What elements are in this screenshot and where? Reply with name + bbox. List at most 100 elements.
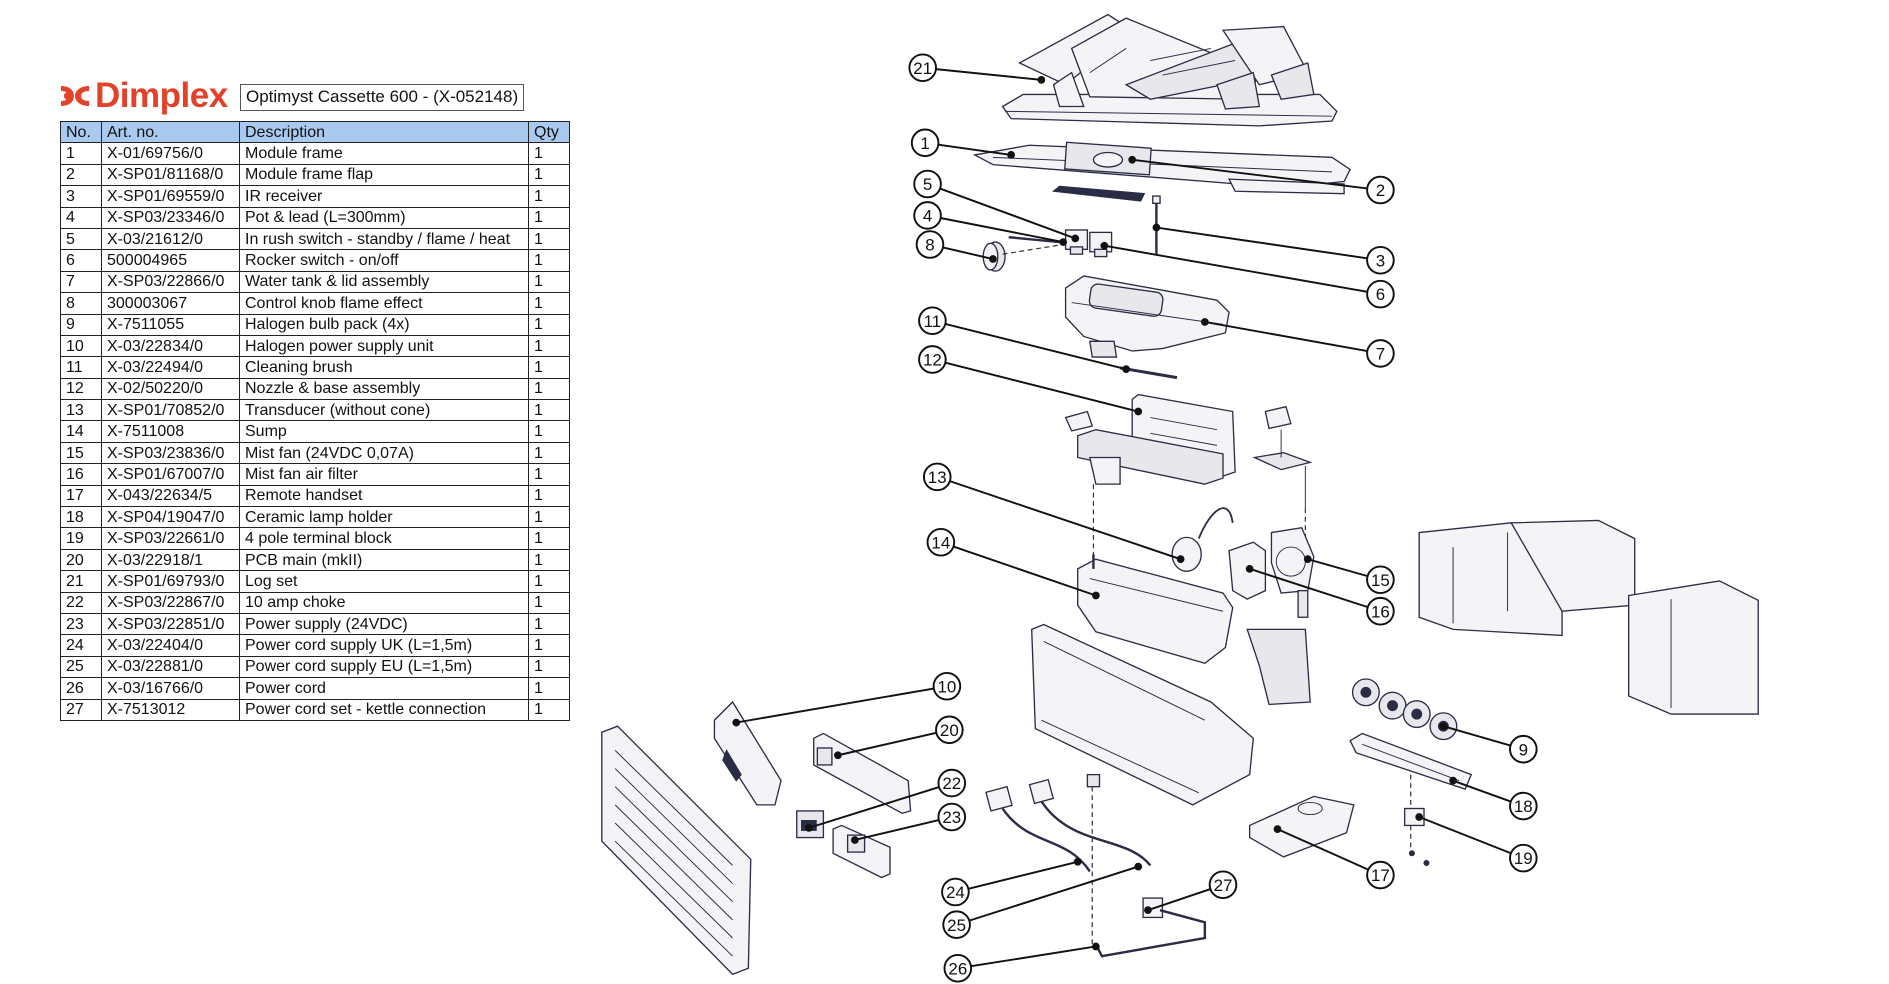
callout-circle	[937, 802, 967, 832]
callout-circle	[1366, 596, 1395, 626]
leader-dot	[1415, 813, 1424, 821]
leader-line	[940, 217, 1064, 244]
callout-circle	[1509, 791, 1538, 821]
callout-number: 3	[1376, 251, 1385, 270]
callout-number: 9	[1519, 740, 1528, 759]
remote-handset	[1248, 795, 1355, 858]
cell-qty: 1	[528, 292, 570, 315]
cell-description: Rocker switch - on/off	[239, 249, 529, 272]
callout-circle	[1509, 843, 1538, 873]
brand-name: Dimplex	[95, 76, 228, 115]
leader-line	[968, 860, 1078, 890]
callout-circle	[937, 768, 967, 798]
cell-art-no: X-SP01/67007/0	[101, 463, 240, 486]
callout-20: 20	[834, 715, 964, 760]
leader-dot	[1144, 906, 1152, 915]
cell-no: 27	[60, 698, 102, 721]
callout-number: 1	[920, 134, 929, 153]
callout-circle	[1366, 860, 1395, 890]
callout-4: 4	[913, 201, 1068, 246]
leader-dot	[1091, 591, 1100, 600]
callout-circle	[926, 527, 956, 557]
callout-24: 24	[941, 857, 1082, 907]
leader-dot	[1071, 234, 1080, 243]
callout-number: 22	[942, 774, 961, 793]
leader-line	[1104, 244, 1368, 293]
callout-23: 23	[851, 802, 967, 844]
callout-circle	[922, 462, 952, 492]
callout-6: 6	[1100, 241, 1395, 309]
callout-12: 12	[918, 345, 1143, 416]
callout-number: 6	[1376, 285, 1385, 304]
cell-description: Remote handset	[239, 484, 529, 508]
callout-number: 26	[948, 959, 967, 978]
leader-line	[1156, 226, 1368, 260]
leader-dot	[1200, 318, 1209, 326]
terminal-block	[1403, 807, 1430, 866]
leader-dot	[805, 823, 813, 832]
callout-number: 19	[1514, 849, 1533, 868]
cell-description: Halogen bulb pack (4x)	[239, 313, 529, 336]
cord-eu	[1028, 778, 1152, 867]
callout-circle	[941, 877, 970, 907]
column-header-art-no: Art. no.	[101, 120, 240, 144]
document-title: Optimyst Cassette 600 - (X-052148)	[240, 84, 525, 111]
cell-art-no: X-SP03/22851/0	[101, 612, 240, 636]
leader-line	[837, 731, 937, 757]
callout-number: 17	[1371, 866, 1390, 885]
power-cord	[1086, 773, 1101, 945]
cell-art-no: X-SP03/23836/0	[101, 441, 240, 465]
callout-26: 26	[943, 942, 1100, 983]
callout-circle	[1366, 245, 1395, 275]
callout-circle	[1366, 339, 1395, 368]
leader-dot	[1128, 155, 1137, 164]
callout-8: 8	[915, 230, 997, 263]
callout-number: 14	[931, 533, 950, 552]
cell-art-no: X-SP01/70852/0	[101, 399, 240, 422]
callout-14: 14	[926, 527, 1100, 600]
callout-number: 4	[923, 207, 932, 226]
cell-description: Pot & lead (L=300mm)	[239, 206, 529, 229]
leader-dot	[1303, 555, 1312, 564]
leader-dot	[1273, 825, 1282, 833]
leader-dot	[1134, 862, 1143, 871]
cell-qty: 1	[528, 506, 570, 529]
cell-art-no: X-SP03/22661/0	[101, 527, 240, 550]
leader-line	[1307, 558, 1368, 578]
leader-line	[1249, 567, 1369, 609]
leader-line	[953, 545, 1097, 597]
leader-line	[945, 323, 1127, 371]
leader-dot	[1439, 722, 1448, 731]
callout-number: 7	[1376, 345, 1385, 364]
cell-art-no: X-043/22634/5	[101, 484, 240, 508]
log-set	[1001, 13, 1338, 127]
cell-description: 10 amp choke	[239, 591, 529, 614]
side-panels	[1418, 519, 1759, 715]
leader-dot	[1122, 365, 1131, 374]
leader-line	[939, 187, 1076, 240]
callout-circle	[935, 715, 964, 745]
callout-22: 22	[805, 768, 967, 832]
callout-10: 10	[732, 671, 962, 727]
chassis	[1031, 623, 1311, 806]
callout-circle	[1366, 175, 1395, 205]
cell-art-no: X-03/22404/0	[101, 634, 240, 657]
callout-circle	[1509, 734, 1538, 764]
callout-circle	[1208, 870, 1238, 900]
leader-line	[942, 246, 994, 260]
callout-number: 13	[928, 468, 947, 487]
kettle-cord	[1094, 897, 1207, 958]
